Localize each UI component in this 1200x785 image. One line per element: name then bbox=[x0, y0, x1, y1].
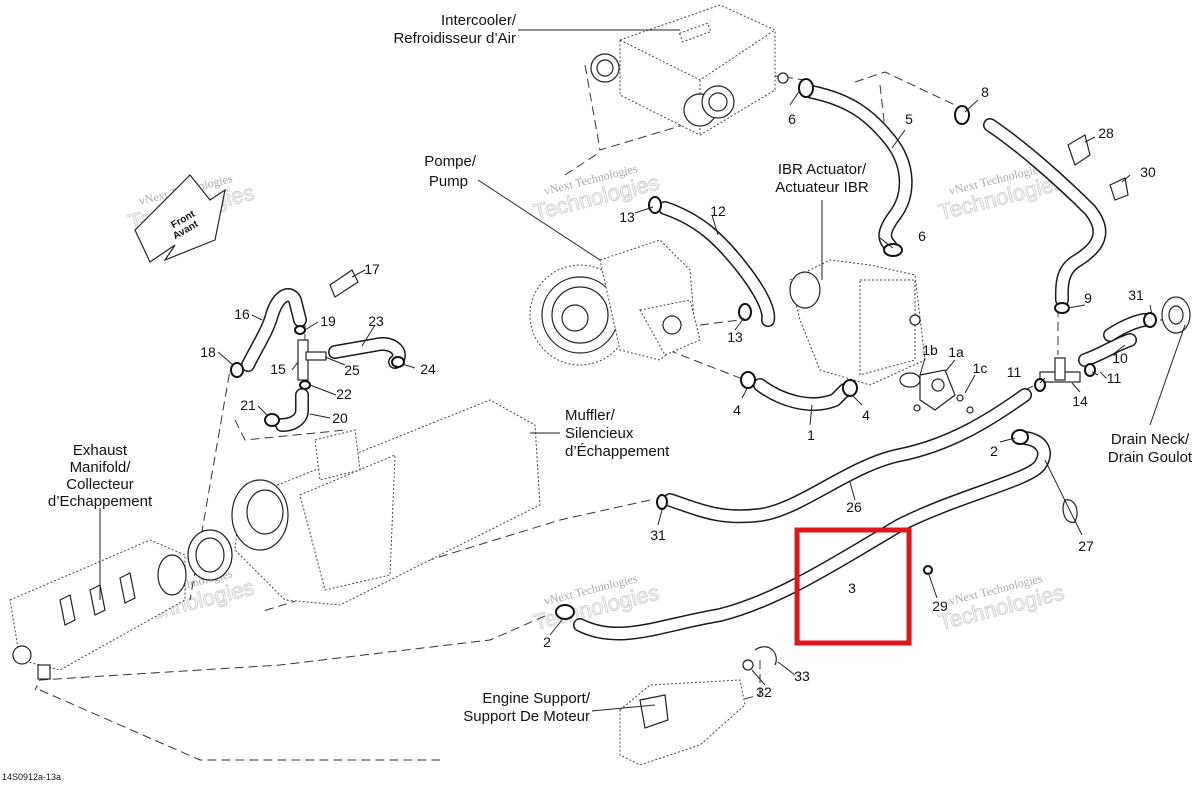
drain-neck-label: Drain Neck/ bbox=[1111, 431, 1190, 448]
callout-11: 11 bbox=[1107, 370, 1122, 386]
callout-1a: 1a bbox=[948, 344, 964, 360]
callout-33: 33 bbox=[794, 668, 810, 684]
callout-18: 18 bbox=[200, 344, 216, 360]
callout-14: 14 bbox=[1072, 393, 1088, 409]
callout-17: 17 bbox=[364, 261, 380, 277]
callout-25: 25 bbox=[344, 362, 360, 378]
callout-1c: 1c bbox=[973, 360, 988, 376]
exhaust-label-3: Collecteur bbox=[66, 476, 134, 493]
exhaust-label-2: Manifold/ bbox=[70, 459, 132, 476]
leader-lines bbox=[99, 29, 1186, 712]
callout-5: 5 bbox=[905, 111, 913, 127]
callout-29: 29 bbox=[932, 598, 948, 614]
callout-22: 22 bbox=[336, 386, 352, 402]
muffler-label-fr2: d’Échappement bbox=[565, 443, 670, 460]
pump-label: Pompe/ bbox=[424, 153, 477, 170]
exhaust-manifold bbox=[9, 529, 233, 680]
clamps bbox=[230, 78, 1191, 620]
callout-11: 11 bbox=[1007, 364, 1022, 380]
callout-10: 10 bbox=[1112, 350, 1128, 366]
callout-9: 9 bbox=[1084, 290, 1092, 306]
callout-3: 3 bbox=[848, 580, 856, 596]
part-labels: Intercooler/ Refroidisseur d’Air Pompe/ … bbox=[2, 12, 1193, 782]
callout-31: 31 bbox=[650, 527, 666, 543]
muffler-label: Muffler/ bbox=[565, 407, 616, 424]
intercooler bbox=[590, 4, 789, 136]
engine-support bbox=[619, 646, 777, 766]
callout-2: 2 bbox=[990, 443, 998, 459]
callout-28: 28 bbox=[1098, 125, 1114, 141]
engine-support-label-fr: Support De Moteur bbox=[463, 708, 590, 725]
drain-neck-label-fr: Drain Goulot bbox=[1108, 449, 1193, 466]
callout-13: 13 bbox=[619, 209, 635, 225]
callout-12: 12 bbox=[710, 203, 726, 219]
front-arrow: Front Avant bbox=[134, 174, 226, 263]
callout-1: 1 bbox=[807, 427, 815, 443]
callout-31: 31 bbox=[1128, 287, 1144, 303]
callout-24: 24 bbox=[420, 361, 436, 377]
intercooler-label-fr: Refroidisseur d’Air bbox=[393, 30, 516, 47]
callout-20: 20 bbox=[332, 410, 348, 426]
callout-6: 6 bbox=[788, 111, 796, 127]
callout-6: 6 bbox=[918, 228, 926, 244]
hoses bbox=[241, 85, 1152, 641]
exhaust-label-4: d’Echappement bbox=[48, 493, 153, 510]
callout-13: 13 bbox=[727, 329, 743, 345]
callout-numbers: 1 1a 1b 1c 2 2 4 4 5 6 6 8 9 10 11 11 12… bbox=[200, 84, 1156, 700]
callout-21: 21 bbox=[240, 397, 256, 413]
exhaust-label: Exhaust bbox=[73, 442, 128, 459]
pump bbox=[529, 239, 701, 366]
muffler bbox=[231, 399, 541, 606]
callout-19: 19 bbox=[320, 313, 336, 329]
callout-26: 26 bbox=[846, 499, 862, 515]
callout-15: 15 bbox=[270, 361, 286, 377]
highlight-box bbox=[794, 527, 912, 646]
intercooler-label: Intercooler/ bbox=[441, 12, 517, 29]
callout-16: 16 bbox=[234, 306, 250, 322]
ibr-actuator-label: IBR Actuator/ bbox=[778, 161, 867, 178]
callout-4: 4 bbox=[862, 407, 870, 423]
callout-2: 2 bbox=[543, 634, 551, 650]
callout-30: 30 bbox=[1140, 164, 1156, 180]
callout-23: 23 bbox=[368, 313, 384, 329]
callout-8: 8 bbox=[981, 84, 989, 100]
highlight-item-3: 3 bbox=[794, 527, 912, 646]
figure-code: 14S0912a-13a bbox=[2, 772, 61, 782]
muffler-label-fr1: Silencieux bbox=[565, 425, 634, 442]
callout-27: 27 bbox=[1078, 538, 1094, 554]
callout-1b: 1b bbox=[922, 342, 938, 358]
callout-32: 32 bbox=[756, 684, 772, 700]
ibr-actuator-label-fr: Actuateur IBR bbox=[775, 179, 869, 196]
pump-label-en: Pump bbox=[429, 173, 468, 190]
ibr-actuator bbox=[789, 259, 974, 414]
callout-4: 4 bbox=[733, 402, 741, 418]
engine-support-label: Engine Support/ bbox=[482, 690, 590, 707]
